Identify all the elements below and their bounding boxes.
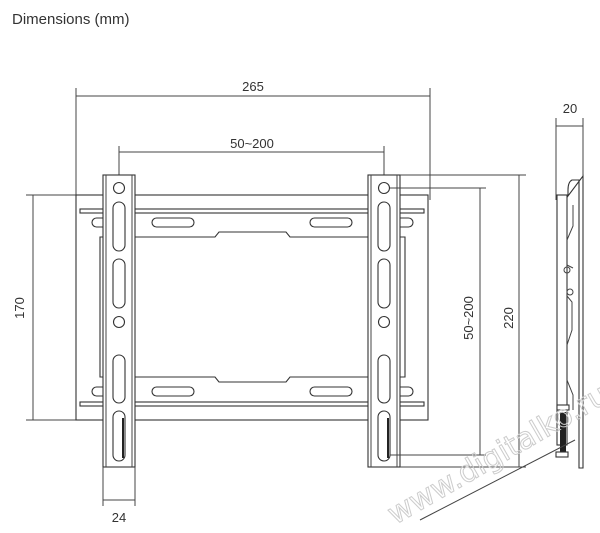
dimension-plate-height: 170 xyxy=(12,194,76,421)
label-vesa-horizontal: 50~200 xyxy=(230,136,274,151)
dimension-vesa-vertical: 50~200 xyxy=(390,187,486,456)
dimension-overall-width: 265 xyxy=(75,79,431,200)
side-view: 20 xyxy=(555,101,584,469)
label-plate-height: 170 xyxy=(12,297,27,319)
label-depth: 20 xyxy=(563,101,577,116)
label-overall-height: 220 xyxy=(501,307,516,329)
label-overall-width: 265 xyxy=(242,79,264,94)
right-vertical-strip xyxy=(367,174,401,468)
label-vesa-vertical: 50~200 xyxy=(461,296,476,340)
left-vertical-strip xyxy=(102,174,136,468)
dimension-vesa-horizontal: 50~200 xyxy=(118,136,385,186)
diagram-title: Dimensions (mm) xyxy=(12,11,130,28)
label-strip-width: 24 xyxy=(112,510,126,525)
dimension-strip-width: 24 xyxy=(102,467,136,525)
dimension-overall-height: 220 xyxy=(400,174,526,468)
